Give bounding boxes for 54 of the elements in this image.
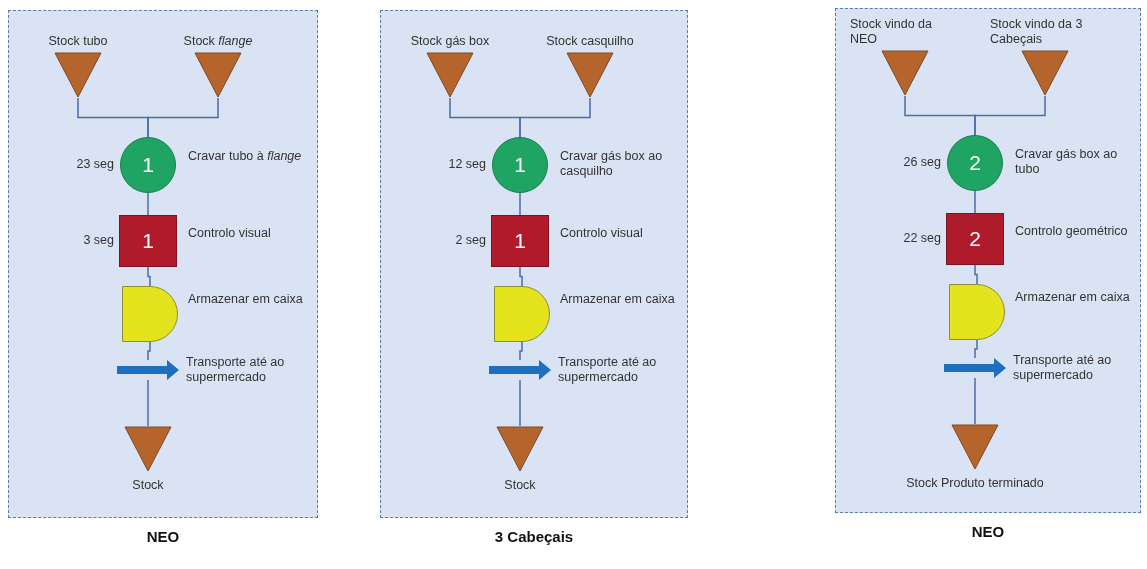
inspection-square: 1 — [119, 215, 177, 267]
panel-title: 3 Cabeçais — [493, 528, 575, 545]
step-description: Controlo geométrico — [1015, 224, 1129, 239]
duration-label: 22 seg — [902, 231, 941, 246]
connector-line — [974, 95, 1046, 136]
duration-label: 26 seg — [902, 155, 941, 170]
step-description: Cravar tubo à flange — [188, 149, 303, 164]
step-description: Controlo visual — [188, 226, 272, 241]
inspection-square: 2 — [946, 213, 1004, 265]
connector-line — [974, 339, 978, 359]
connector-line — [147, 97, 219, 138]
step-description: Cravar gás box ao tubo — [1015, 147, 1119, 177]
connector-line — [519, 341, 523, 361]
connector-line — [519, 192, 521, 216]
connector-line — [519, 379, 521, 427]
step-description: Controlo visual — [560, 226, 644, 241]
stock-label: Stock tubo — [48, 34, 108, 49]
inspection-square: 1 — [491, 215, 549, 267]
stock-label: Stock gás box — [410, 34, 490, 49]
step-description: Cravar gás box ao casquilho — [560, 149, 664, 179]
transport-arrow — [117, 360, 179, 380]
connector-line — [974, 377, 976, 425]
transport-arrow — [944, 358, 1006, 378]
stock-label: Stock vindo da 3 Cabeçais — [990, 17, 1084, 47]
storage-symbol — [494, 286, 550, 342]
connector-line — [519, 97, 591, 138]
stock-label: Stock — [132, 478, 164, 493]
step-description: Transporte até ao supermercado — [1013, 353, 1113, 383]
duration-label: 3 seg — [82, 233, 114, 248]
connector-line — [147, 266, 151, 287]
connector-line — [519, 266, 523, 287]
connector-line — [147, 341, 151, 361]
duration-label: 23 seg — [75, 157, 114, 172]
storage-symbol — [949, 284, 1005, 340]
stock-label: Stock — [504, 478, 536, 493]
panel-title: NEO — [145, 528, 181, 545]
duration-label: 12 seg — [447, 157, 486, 172]
duration-label: 2 seg — [454, 233, 486, 248]
stock-label: Stock Produto terminado — [906, 476, 1044, 491]
panel-title: NEO — [970, 523, 1006, 540]
storage-symbol — [122, 286, 178, 342]
connector-line — [974, 264, 978, 285]
transport-arrow — [489, 360, 551, 380]
step-description: Transporte até ao supermercado — [558, 355, 658, 385]
step-description: Armazenar em caixa — [560, 292, 676, 307]
stock-label: Stock vindo da NEO — [850, 17, 933, 47]
connector-line — [147, 379, 149, 427]
stock-label: Stock casquilho — [546, 34, 634, 49]
step-description: Transporte até ao supermercado — [186, 355, 286, 385]
connector-line — [974, 190, 976, 214]
connector-line — [147, 192, 149, 216]
step-description: Armazenar em caixa — [1015, 290, 1131, 305]
stock-label: Stock flange — [183, 34, 253, 49]
step-description: Armazenar em caixa — [188, 292, 304, 307]
